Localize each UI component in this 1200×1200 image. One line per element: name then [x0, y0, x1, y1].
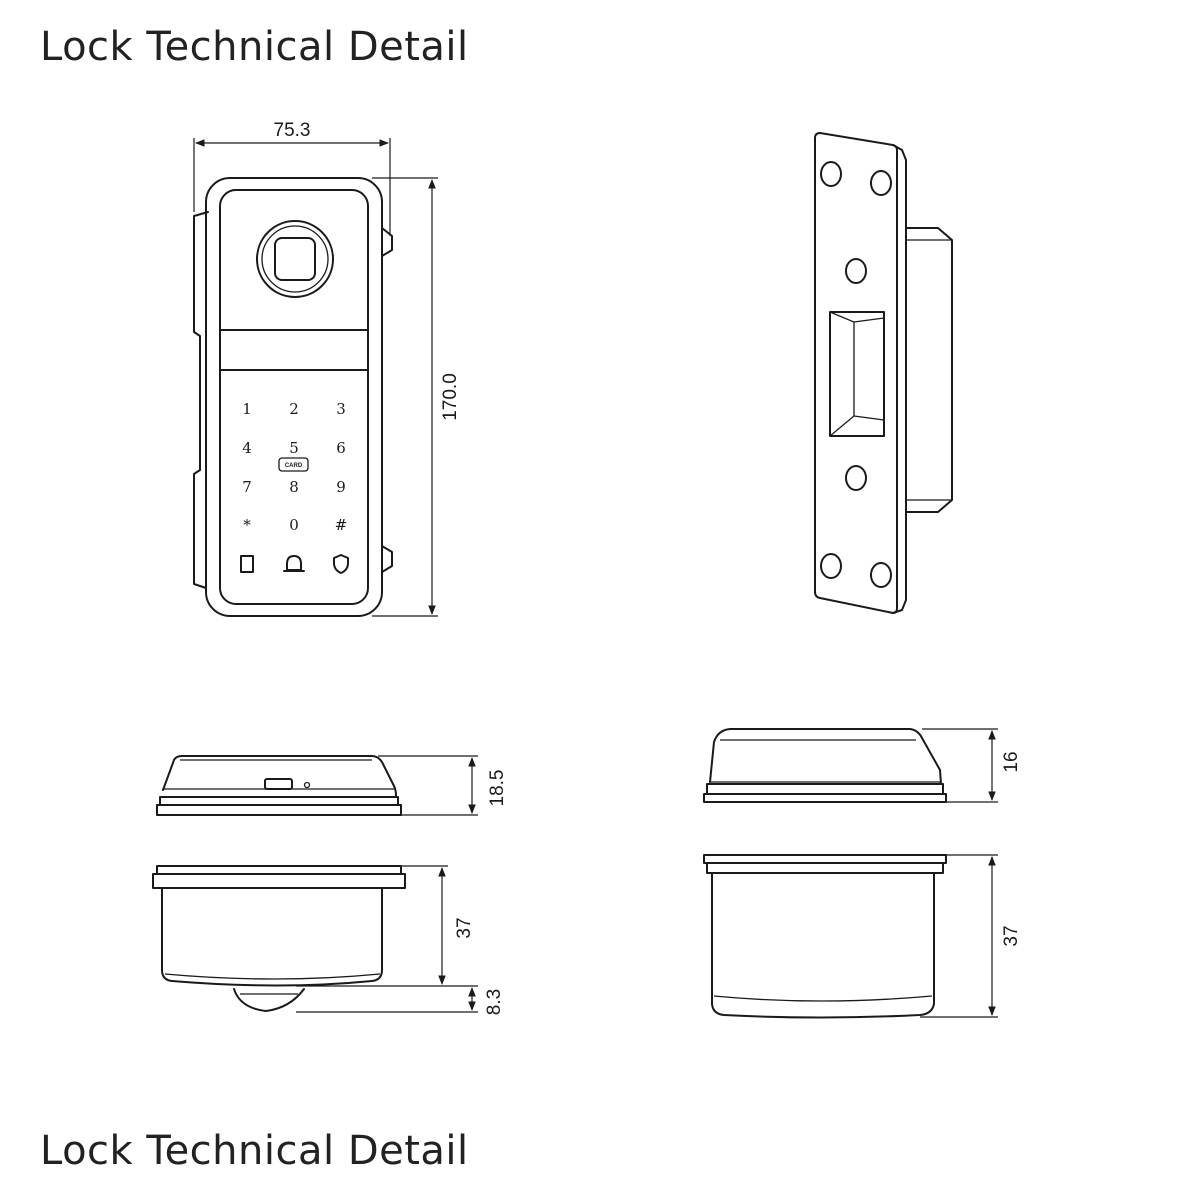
dim-strike-thickness: 16	[1001, 751, 1022, 772]
shield-icon	[333, 554, 349, 574]
page-footer-title: Lock Technical Detail	[40, 1128, 469, 1174]
strike-plate-view	[814, 132, 953, 614]
lock-front-view: 1 2 3 4 5 6 7 8 9 * 0 # CARD 75.3 170.0	[193, 120, 461, 617]
screw-hole	[870, 170, 892, 196]
card-badge	[278, 457, 309, 472]
screw-hole	[845, 258, 867, 284]
dim-width: 75.3	[274, 120, 311, 141]
strike-box-view: 37	[703, 854, 1022, 1019]
key-3: 3	[336, 400, 346, 418]
dim-front-knob-depth: 8.3	[484, 989, 505, 1015]
key-2: 2	[289, 400, 299, 418]
lock-top-view: 18.5	[156, 755, 508, 816]
key-8: 8	[289, 478, 299, 496]
screw-hole	[820, 553, 842, 579]
screw-hole	[820, 161, 842, 187]
key-star: *	[243, 516, 251, 534]
screw-hole	[870, 562, 892, 588]
screw-hole	[845, 465, 867, 491]
key-9: 9	[336, 478, 346, 496]
dim-front-thickness: 18.5	[487, 770, 508, 807]
doorbell-icon	[283, 555, 305, 572]
reset-hole	[303, 781, 311, 789]
strike-top-view: 16	[703, 728, 1022, 803]
latch-slot	[829, 311, 885, 437]
dim-strike-box-depth: 37	[1001, 925, 1022, 946]
usb-port	[264, 778, 293, 790]
key-hash: #	[335, 516, 348, 534]
key-0: 0	[289, 516, 299, 534]
lock-box-view: 37 8.3	[152, 865, 505, 1015]
key-7: 7	[242, 478, 252, 496]
page-title: Lock Technical Detail	[40, 24, 469, 70]
dim-front-box-depth: 37	[454, 917, 475, 938]
key-5: 5	[289, 439, 299, 457]
dim-height: 170.0	[440, 373, 461, 421]
key-1: 1	[242, 400, 252, 418]
key-4: 4	[242, 439, 252, 457]
card-label: CARD	[285, 463, 303, 469]
card-reader-icon	[240, 555, 254, 573]
key-6: 6	[336, 439, 346, 457]
